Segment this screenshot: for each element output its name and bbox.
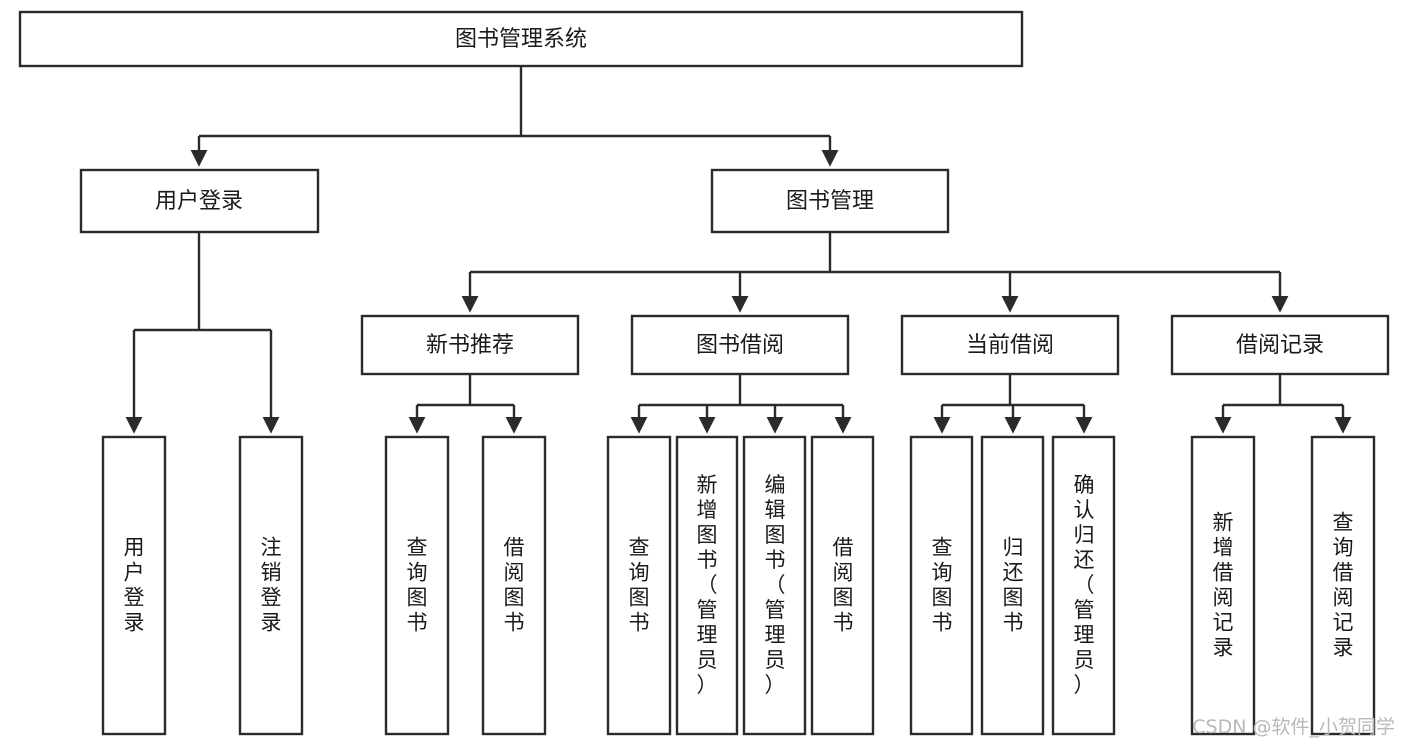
node-book-borrow[interactable]: 图书借阅 — [630, 314, 850, 376]
node-book-manage[interactable]: 图书管理 — [710, 168, 950, 234]
node-borrow-record[interactable]: 借阅记录 — [1170, 314, 1390, 376]
node-book-manage-label: 图书管理 — [786, 189, 874, 214]
node-book-manage-box — [710, 168, 950, 234]
node-leaf-edit-book-admin[interactable]: 编辑图书（管理员） — [742, 435, 807, 736]
node-leaf-query-book-current[interactable]: 查询图书 — [909, 435, 974, 736]
node-leaf-query-book-borrow-label: 查询图书 — [629, 536, 650, 635]
node-leaf-add-borrow-record-box — [1190, 435, 1256, 736]
node-leaf-confirm-return-admin-label: 确认归还（管理员） — [1074, 473, 1095, 697]
node-new-book-recommend-label: 新书推荐 — [426, 333, 514, 358]
node-current-borrow[interactable]: 当前借阅 — [900, 314, 1120, 376]
node-user-login[interactable]: 用户登录 — [79, 168, 320, 234]
node-leaf-user-login[interactable]: 用户登录 — [101, 435, 167, 736]
node-leaf-borrow-book-box — [810, 435, 875, 736]
node-leaf-query-book-borrow-box — [606, 435, 672, 736]
node-leaf-logout-login[interactable]: 注销登录 — [238, 435, 304, 736]
node-current-borrow-label: 当前借阅 — [966, 333, 1054, 358]
node-leaf-add-borrow-record[interactable]: 新增借阅记录 — [1190, 435, 1256, 736]
node-leaf-query-book-recommend-box — [384, 435, 450, 736]
node-leaf-add-borrow-record-label: 新增借阅记录 — [1213, 511, 1234, 660]
node-leaf-add-book-admin[interactable]: 新增图书（管理员） — [675, 435, 739, 736]
node-leaf-return-book[interactable]: 归还图书 — [980, 435, 1045, 736]
node-leaf-query-book-recommend-label: 查询图书 — [407, 536, 428, 635]
node-leaf-edit-book-admin-box — [742, 435, 807, 736]
node-leaf-confirm-return-admin-box — [1051, 435, 1116, 736]
node-leaf-query-borrow-record-box — [1310, 435, 1376, 736]
node-book-borrow-label: 图书借阅 — [696, 333, 784, 358]
node-leaf-query-borrow-record-label: 查询借阅记录 — [1333, 511, 1354, 660]
node-leaf-confirm-return-admin[interactable]: 确认归还（管理员） — [1051, 435, 1116, 736]
node-leaf-return-book-label: 归还图书 — [1003, 536, 1024, 635]
node-root-box — [18, 10, 1024, 68]
node-leaf-borrow-book-recommend[interactable]: 借阅图书 — [481, 435, 547, 736]
node-borrow-record-box — [1170, 314, 1390, 376]
node-leaf-user-login-box — [101, 435, 167, 736]
node-leaf-query-book-current-label: 查询图书 — [932, 536, 953, 635]
node-leaf-logout-login-label: 注销登录 — [261, 536, 282, 635]
node-book-borrow-box — [630, 314, 850, 376]
node-leaf-borrow-book[interactable]: 借阅图书 — [810, 435, 875, 736]
node-leaf-query-book-current-box — [909, 435, 974, 736]
connector-layer — [125, 66, 1352, 434]
node-leaf-query-book-borrow[interactable]: 查询图书 — [606, 435, 672, 736]
node-leaf-add-book-admin-box — [675, 435, 739, 736]
node-leaf-query-borrow-record[interactable]: 查询借阅记录 — [1310, 435, 1376, 736]
node-leaf-logout-login-box — [238, 435, 304, 736]
node-leaf-borrow-book-recommend-label: 借阅图书 — [504, 536, 525, 635]
node-user-login-box — [79, 168, 320, 234]
node-leaf-add-book-admin-label: 新增图书（管理员） — [697, 473, 718, 697]
node-current-borrow-box — [900, 314, 1120, 376]
node-leaf-edit-book-admin-label: 编辑图书（管理员） — [765, 473, 786, 697]
node-leaf-return-book-box — [980, 435, 1045, 736]
node-new-book-recommend-box — [360, 314, 580, 376]
node-leaf-query-book-recommend[interactable]: 查询图书 — [384, 435, 450, 736]
node-new-book-recommend[interactable]: 新书推荐 — [360, 314, 580, 376]
node-leaf-user-login-label: 用户登录 — [124, 536, 145, 635]
node-leaf-borrow-book-label: 借阅图书 — [833, 536, 854, 635]
node-leaf-borrow-book-recommend-box — [481, 435, 547, 736]
node-root[interactable]: 图书管理系统 — [18, 10, 1024, 68]
node-borrow-record-label: 借阅记录 — [1236, 333, 1324, 358]
node-root-label: 图书管理系统 — [455, 27, 587, 52]
node-user-login-label: 用户登录 — [155, 189, 243, 214]
csdn-watermark: CSDN @软件_小贺同学 — [1192, 716, 1395, 738]
